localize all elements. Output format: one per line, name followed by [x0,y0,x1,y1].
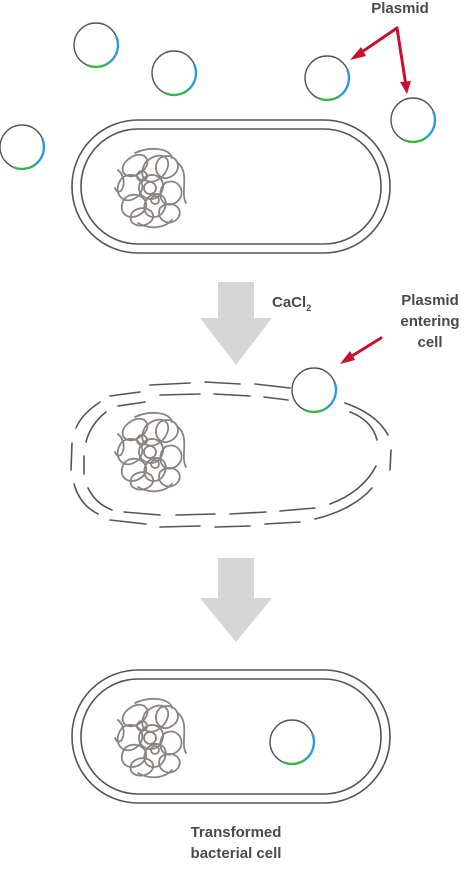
plasmid-3 [303,54,351,102]
plasmid-2 [150,49,198,97]
plasmid-5 [0,123,46,171]
transformed-cell-label: Transformed bacterial cell [176,822,296,864]
internal-plasmid [268,718,316,766]
entering-line-3: cell [417,334,443,351]
chromosome-dna-1 [114,147,187,229]
transformed-line-1: Transformed [190,824,282,841]
cacl2-main: CaCl [272,294,307,311]
process-arrow-2 [200,558,272,642]
plasmid-4 [389,96,437,144]
plasmid-pointer-arrows [350,26,411,94]
bacterial-cell-2-permeable [70,381,392,528]
cacl2-subscript: 2 [306,303,312,313]
chromosome-dna-2 [114,411,187,493]
bacterial-cell-3-transformed [71,669,391,804]
plasmid-1 [72,21,120,69]
entering-line-2: entering [400,313,460,330]
plasmid-entering-cell-label: Plasmid entering cell [385,290,474,353]
bacterial-cell-1 [71,119,391,254]
transformed-line-2: bacterial cell [190,845,282,862]
plasmid-label: Plasmid [371,0,429,17]
chromosome-dna-3 [114,697,187,779]
entering-line-1: Plasmid [401,292,459,309]
entering-plasmid [290,366,338,414]
entering-pointer-arrow [340,336,383,364]
process-arrow-1 [200,282,272,365]
cacl2-label: CaCl2 [272,292,332,319]
